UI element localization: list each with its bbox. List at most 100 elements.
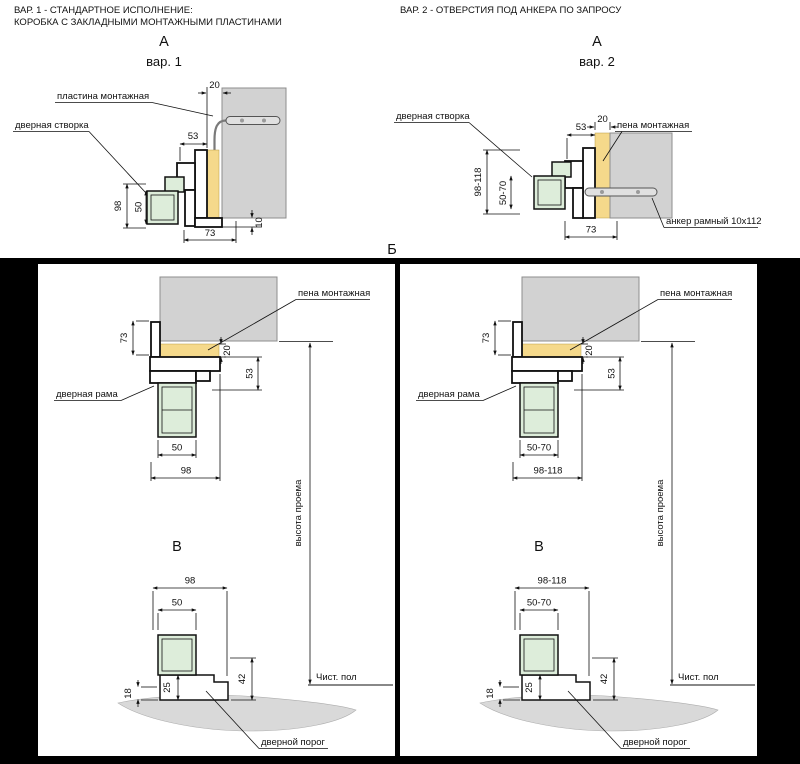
svg-text:42: 42 [599,674,610,685]
svg-text:98-118: 98-118 [538,576,567,587]
label-foam: пена монтажная [602,120,692,162]
svg-text:дверная створка: дверная створка [15,120,89,131]
diagram-a-var2: А вар. 2 дверная створка пена монтажная … [394,34,762,240]
label-mounting-plate: пластина монтажная [55,91,214,117]
dim-20: 20 [198,80,231,148]
door-leaf-step [551,161,572,178]
plate-hole [262,118,266,123]
anchor-hole [600,190,604,194]
diagram-a-var1: А вар. 1 пластина монтажная дверная ство… [13,34,287,243]
svg-text:98: 98 [113,201,124,212]
dim-25: 25 [524,674,542,701]
dim-b-98: 98 [150,374,221,481]
wall-section [609,132,673,219]
dim-v-98-118: 98-118 [514,576,590,676]
svg-text:20: 20 [597,114,608,125]
page-headers: ВАР. 1 - СТАНДАРТНОЕ ИСПОЛНЕНИЕ: КОРОБКА… [14,5,622,28]
svg-text:высота проема: высота проема [655,479,666,546]
svg-text:98-118: 98-118 [473,168,484,197]
wall-section [521,276,640,342]
dim-25: 25 [162,674,180,701]
svg-text:10: 10 [254,217,265,228]
dim-50: 50 [134,190,148,225]
svg-text:98: 98 [185,576,196,587]
label-frame: дверная рама [54,385,155,401]
finished-floor: Чист. пол [670,672,755,686]
frame-profile [511,321,583,384]
dim-98: 98 [113,183,146,229]
label-anchor: анкер рамный 10х112 [651,197,762,228]
dim-b-50-70: 50-70 [519,440,559,458]
anchor-hole [636,190,640,194]
svg-text:50: 50 [134,202,145,213]
svg-text:дверная рама: дверная рама [418,389,480,400]
svg-text:50: 50 [172,443,183,454]
door-leaf-inner [161,638,193,672]
svg-text:50: 50 [172,598,183,609]
door-leaf [146,190,179,225]
finished-floor-label: Чист. пол [316,672,357,683]
foam-strip [206,149,220,219]
label-door-leaf: дверная створка [13,120,147,194]
svg-text:53: 53 [245,368,256,379]
door-leaf [157,634,197,676]
dim-20: 20 [219,337,233,364]
section-b-letter: Б [387,242,397,258]
label-threshold: дверной порог [205,690,328,749]
foam-strip [594,132,611,219]
svg-text:98: 98 [181,466,192,477]
door-leaf-step [164,176,185,193]
frame-profile [149,321,221,384]
svg-text:пена монтажная: пена монтажная [298,288,370,299]
svg-text:42: 42 [237,674,248,685]
label-door-leaf: дверная створка [394,111,533,178]
svg-text:73: 73 [586,225,597,236]
label-frame: дверная рама [416,385,517,401]
dim-42: 42 [230,657,256,701]
svg-text:18: 18 [485,688,496,699]
svg-text:73: 73 [119,333,130,344]
svg-text:53: 53 [607,368,618,379]
svg-text:дверной порог: дверной порог [261,737,326,748]
svg-text:20: 20 [209,80,220,91]
door-leaf-inner [150,194,175,221]
svg-text:20: 20 [584,345,595,356]
svg-text:98-118: 98-118 [534,466,563,477]
dim-opening-height: высота проема [641,341,695,685]
section-a2-variant: вар. 2 [579,54,615,69]
finished-floor: Чист. пол [308,672,393,686]
door-leaf-inner [523,638,555,672]
header-var1-line1: ВАР. 1 - СТАНДАРТНОЕ ИСПОЛНЕНИЕ: [14,5,193,16]
dim-b-50: 50 [157,440,197,458]
panel-left-drawing: пена монтажная дверная рама 73 20 53 [54,276,393,749]
dim-opening-height: высота проема [279,341,333,685]
foam-strip [518,343,582,358]
header-var1-line2: КОРОБКА С ЗАКЛАДНЫМИ МОНТАЖНЫМИ ПЛАСТИНА… [14,17,282,28]
dim-20: 20 [587,114,618,130]
header-var2: ВАР. 2 - ОТВЕРСТИЯ ПОД АНКЕРА ПО ЗАПРОСУ [400,5,622,16]
dim-v-50-70: 50-70 [519,598,559,630]
dim-v-50: 50 [157,598,197,630]
door-leaf [519,634,559,676]
wall-section [221,87,287,219]
svg-text:25: 25 [162,682,173,693]
section-v-letter: В [534,539,544,555]
mounting-plate [225,116,281,125]
section-a1-letter: А [159,34,169,50]
dim-53: 53 [566,122,596,159]
svg-text:73: 73 [205,228,216,239]
dim-v-98: 98 [152,576,228,676]
svg-text:50-70: 50-70 [527,443,551,454]
finished-floor-label: Чист. пол [678,672,719,683]
door-leaf-inner [537,179,562,206]
svg-text:53: 53 [188,131,199,142]
section-a1-variant: вар. 1 [146,54,182,69]
svg-text:53: 53 [576,122,587,133]
dim-18: 18 [485,680,520,707]
section-v-letter: В [172,539,182,555]
dim-20: 20 [581,337,595,364]
dim-42: 42 [592,657,618,701]
svg-text:18: 18 [123,688,134,699]
foam-strip [156,343,220,358]
